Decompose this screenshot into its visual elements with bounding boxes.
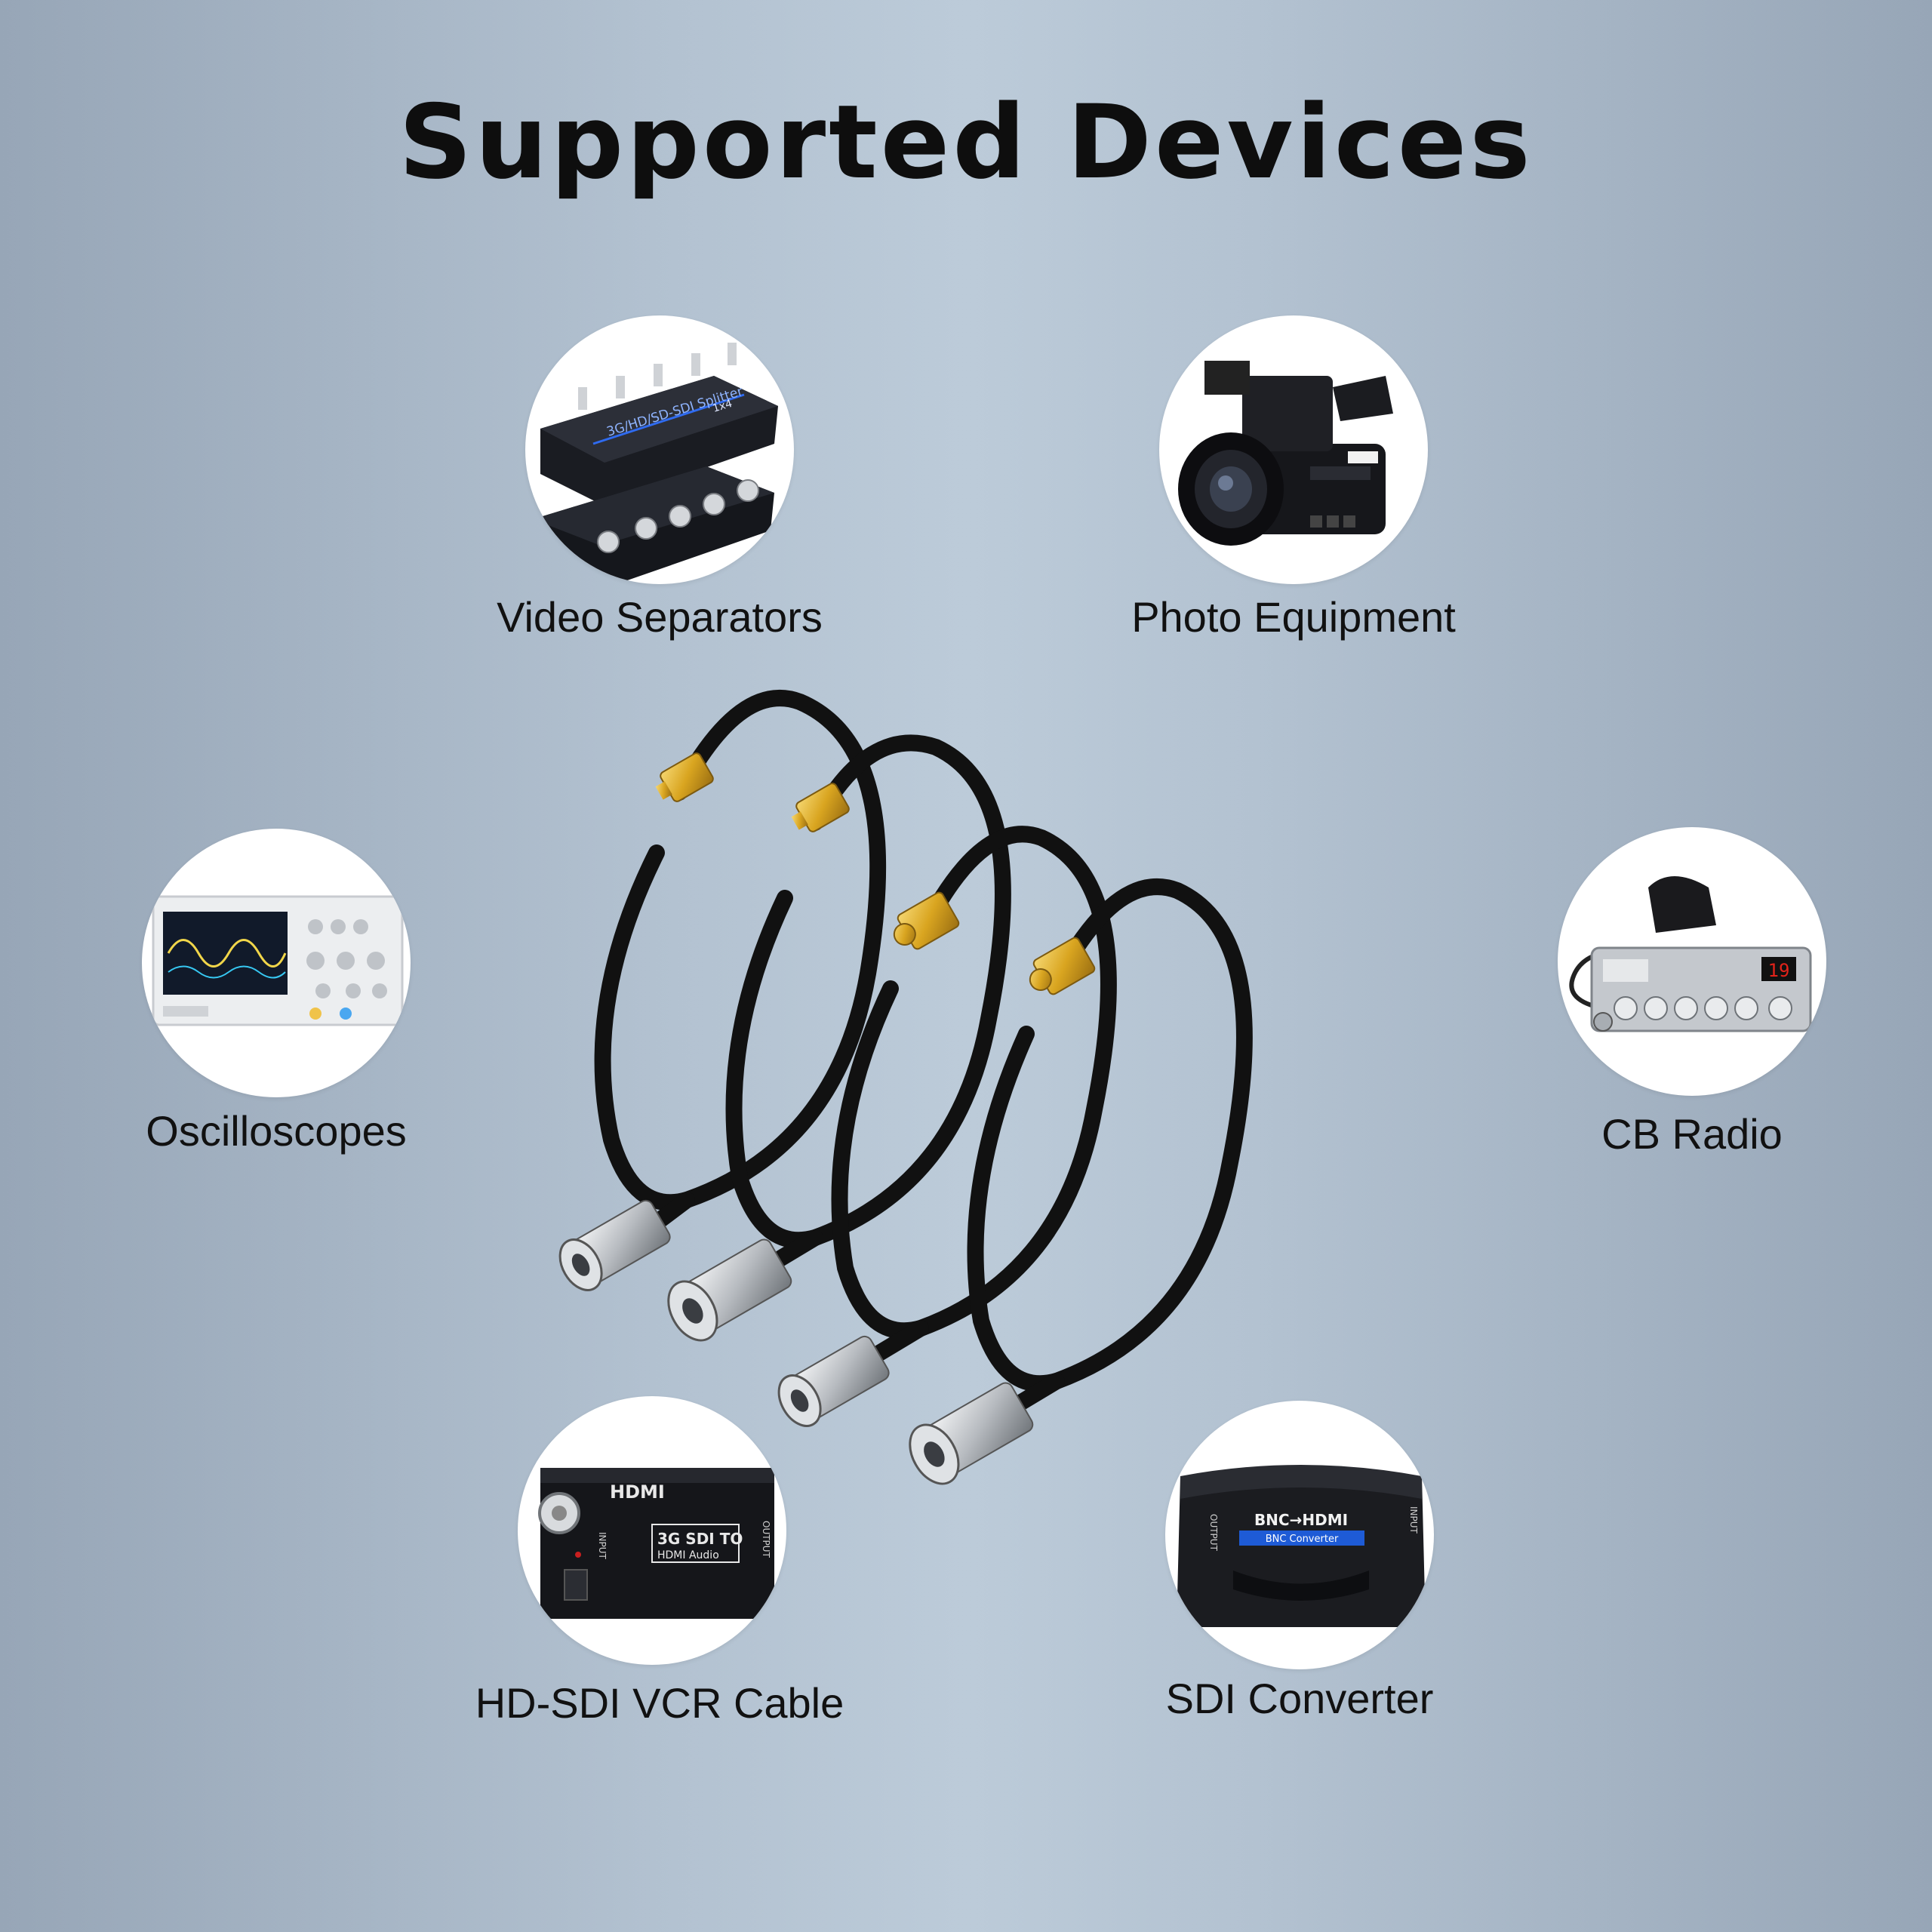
sdi-hdmi-box-icon: HDMI 3G SDI TO HDMI Audio INPUT OUTPUT	[518, 1396, 786, 1665]
svg-text:3G SDI TO: 3G SDI TO	[657, 1530, 743, 1548]
svg-text:BNC Converter: BNC Converter	[1266, 1534, 1339, 1545]
device-label: HD-SDI VCR Cable	[475, 1679, 844, 1727]
video-splitter-icon: 3G/HD/SD-SDI Splitter 1x4	[525, 315, 794, 584]
device-label: SDI Converter	[1165, 1675, 1434, 1722]
device-label: CB Radio	[1601, 1110, 1783, 1158]
page-title: Supported Devices	[398, 83, 1534, 202]
oscilloscope-icon	[142, 829, 411, 1097]
sma-connectors	[655, 752, 1096, 995]
camcorder-icon	[1159, 315, 1428, 584]
bnc-hdmi-converter-icon: BNC→HDMI BNC Converter OUTPUT INPUT	[1165, 1401, 1434, 1669]
svg-text:1x4: 1x4	[711, 398, 734, 415]
svg-text:OUTPUT: OUTPUT	[1208, 1514, 1219, 1552]
svg-text:19: 19	[1768, 960, 1790, 981]
device-label: Oscilloscopes	[146, 1107, 407, 1155]
bnc-connectors	[558, 1199, 1034, 1485]
svg-text:BNC→HDMI: BNC→HDMI	[1254, 1511, 1348, 1529]
svg-text:HDMI: HDMI	[610, 1481, 665, 1503]
device-label: Video Separators	[497, 593, 823, 641]
cb-radio-icon: 19	[1558, 827, 1826, 1096]
svg-text:OUTPUT: OUTPUT	[761, 1521, 771, 1558]
svg-text:INPUT: INPUT	[1408, 1506, 1419, 1534]
svg-text:HDMI Audio: HDMI Audio	[657, 1549, 719, 1561]
svg-text:INPUT: INPUT	[597, 1532, 608, 1560]
device-label: Photo Equipment	[1131, 593, 1456, 641]
coax-cables-image	[558, 690, 1253, 1485]
